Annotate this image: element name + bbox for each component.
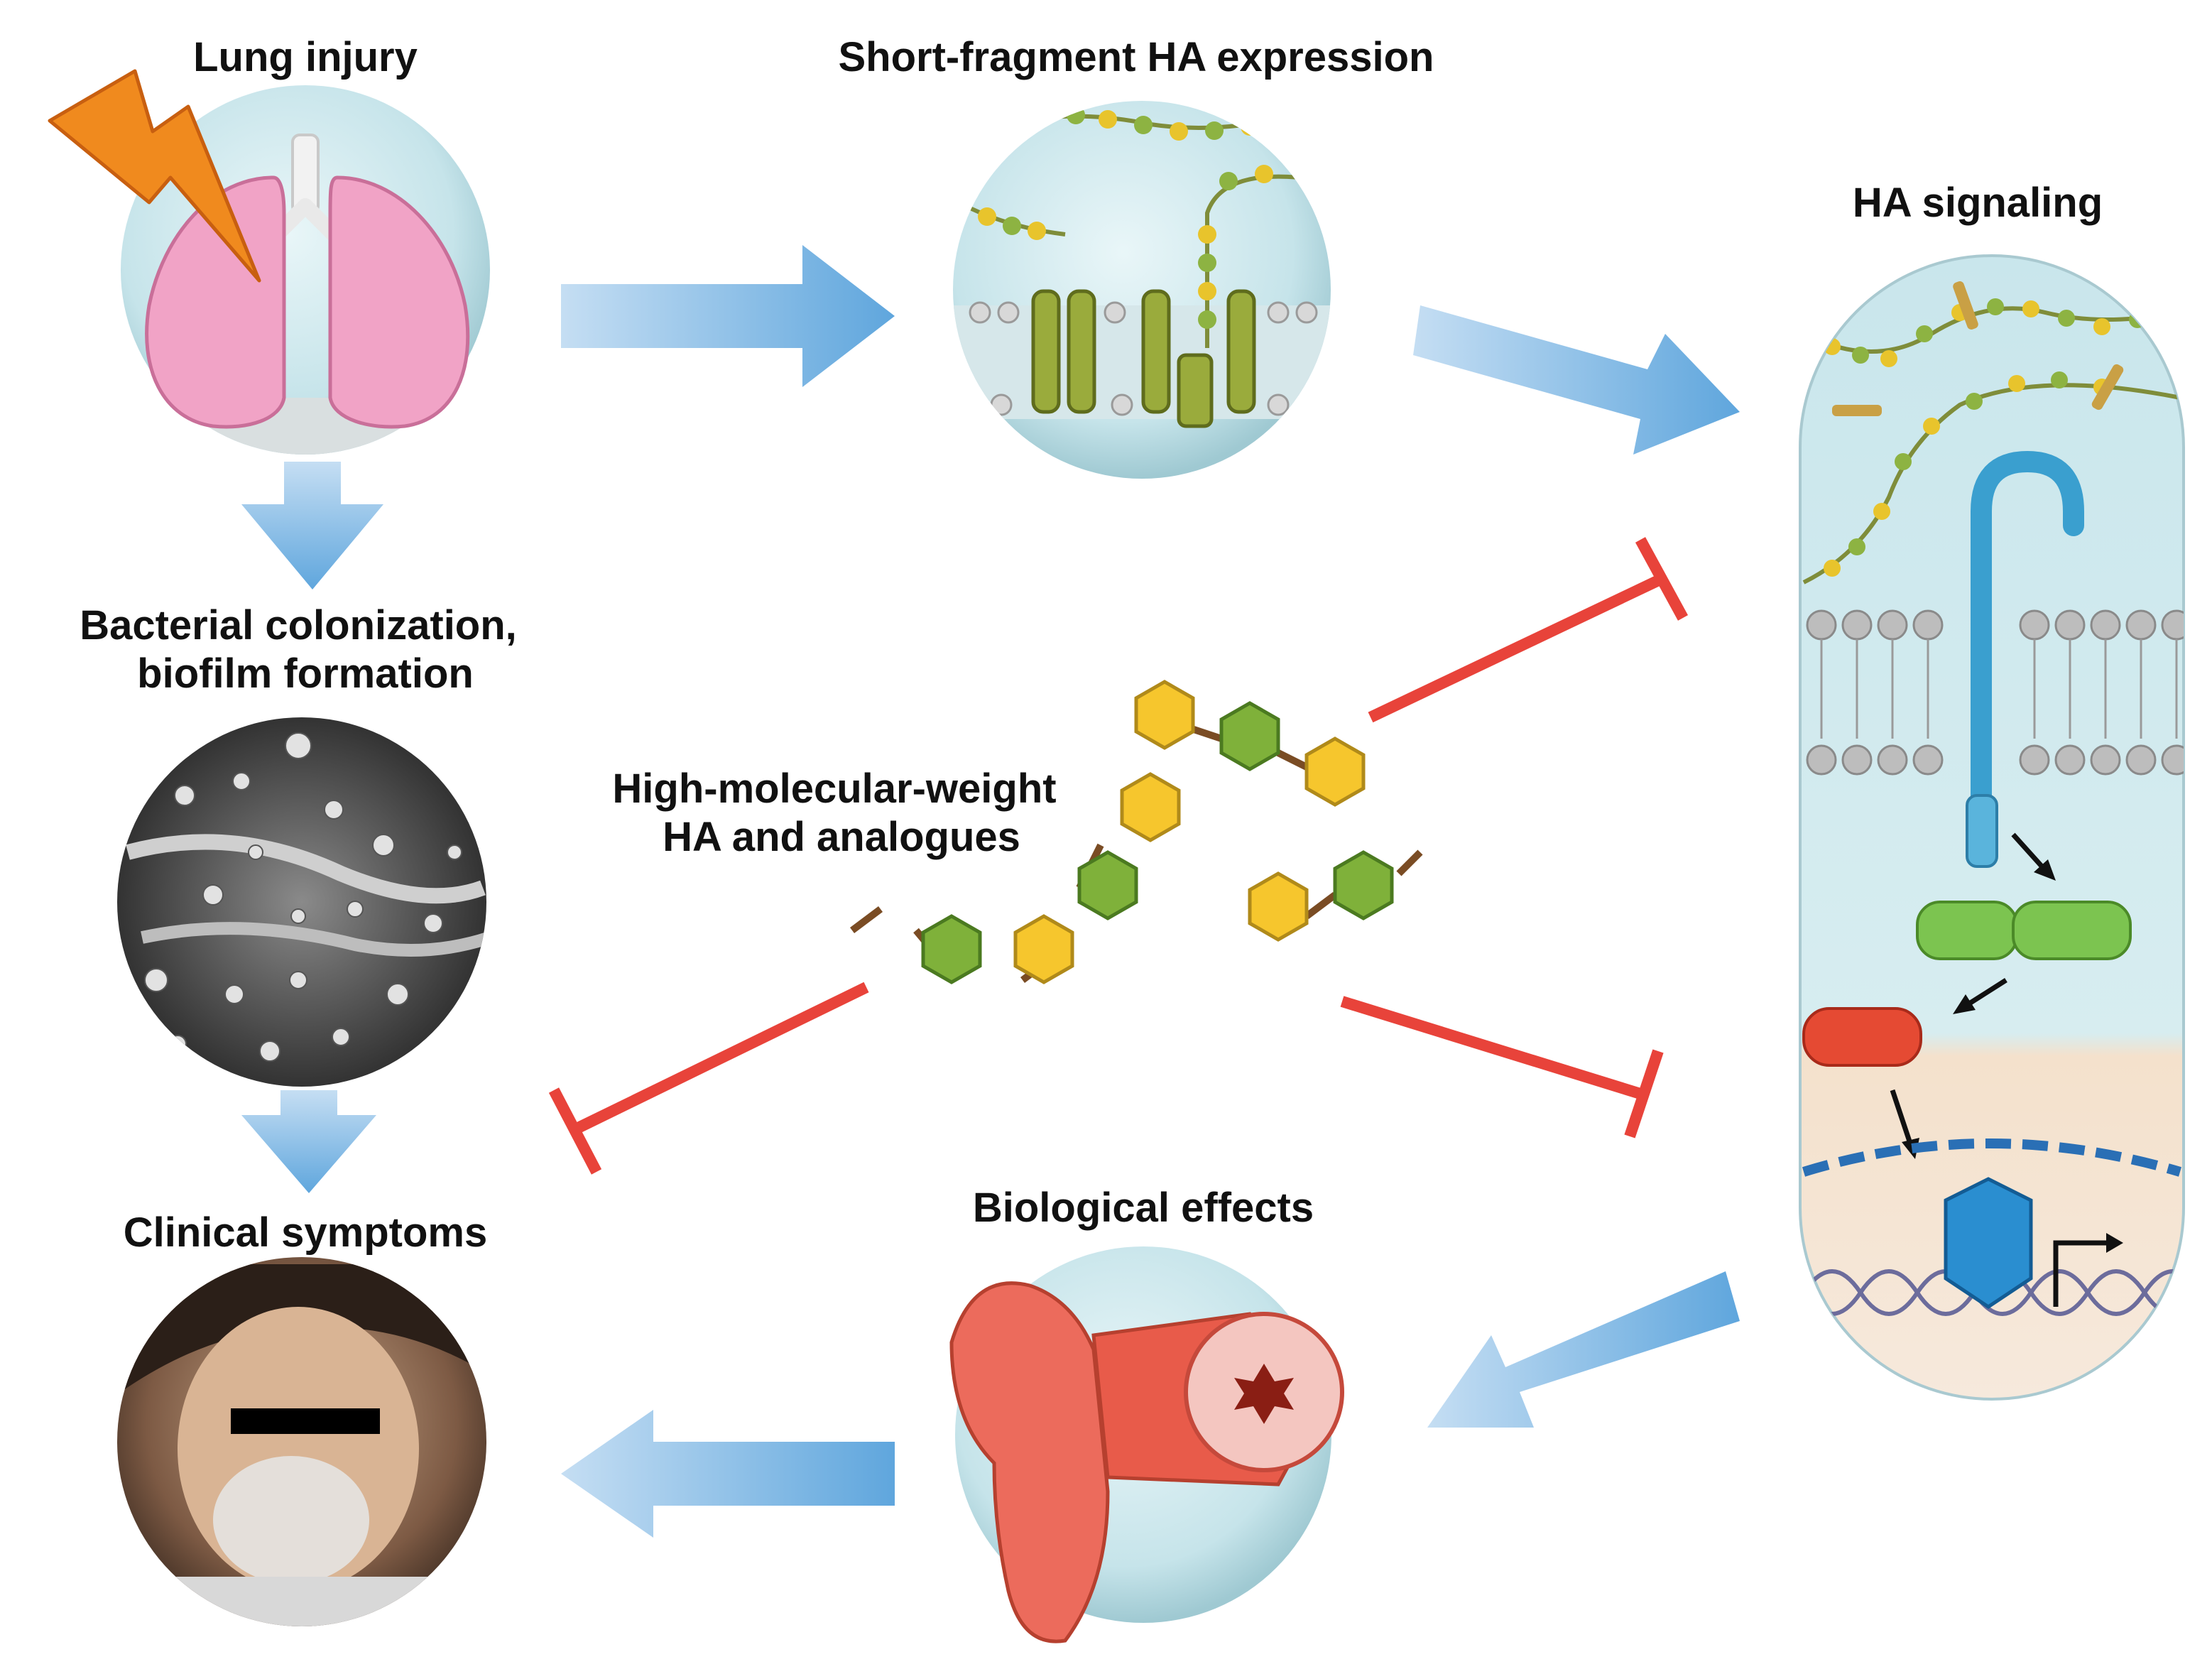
hexagon-yellow (1304, 737, 1366, 807)
ha-signaling-label: HA signaling (1853, 180, 2103, 226)
short-fragment-label: Short-fragment HA expression (839, 34, 1434, 80)
cell-membrane (1806, 609, 2184, 776)
arrow-lung-to-short-fragment (561, 245, 895, 387)
airway-tissue (949, 1246, 1344, 1643)
arrow-lung-to-bacterial (241, 462, 383, 589)
bacterial-label-line1: Bacterial colonization, (80, 602, 517, 648)
hexagon-yellow (1013, 914, 1074, 984)
green-signaling-protein (1916, 901, 2132, 960)
arrow-bacterial-to-clinical (241, 1090, 376, 1193)
inhibit-line-clinical (548, 982, 869, 1175)
short-fragment-bubble (953, 101, 1331, 479)
lungs-icon (145, 134, 470, 429)
red-signaling-protein (1802, 1007, 1922, 1067)
hexagon-green (1077, 850, 1138, 920)
hexagon-yellow (1120, 772, 1181, 842)
hexagon-yellow (1248, 871, 1309, 942)
biological-label: Biological effects (973, 1185, 1314, 1231)
patient-photo (117, 1257, 486, 1626)
privacy-bar (231, 1408, 380, 1434)
lung-injury-bubble (48, 69, 490, 455)
transmembrane-receptor (1031, 289, 1256, 428)
hexagon-yellow (1134, 680, 1195, 750)
hook-receptor (1966, 450, 2084, 868)
biofilm-micrograph (117, 717, 486, 1087)
arrow-short-fragment-to-signaling (1413, 305, 1740, 455)
lung-injury-label: Lung injury (193, 34, 418, 80)
clinical-label: Clinical symptoms (124, 1210, 487, 1256)
transcription-factor (1944, 1177, 2033, 1310)
inhibit-line-signaling (1368, 537, 1689, 723)
bacterial-label-line2: biofilm formation (137, 651, 474, 697)
inhibit-line-downstream (1340, 996, 1664, 1138)
hmw-ha-label-line2: HA and analogues (663, 814, 1020, 860)
hexagon-green (1333, 850, 1394, 920)
airway-tube-icon (949, 1281, 1344, 1643)
ha-signaling-cell (1799, 254, 2185, 1401)
hexagon-green (921, 914, 982, 984)
hmw-ha-molecule (850, 680, 1423, 984)
lightning-bolt-icon (48, 69, 261, 283)
arrow-biological-to-clinical (561, 1410, 895, 1538)
hmw-ha-label-line1: High-molecular-weight (612, 766, 1056, 812)
hexagon-green (1219, 701, 1280, 771)
arrow-signaling-to-biological (1427, 1271, 1740, 1428)
